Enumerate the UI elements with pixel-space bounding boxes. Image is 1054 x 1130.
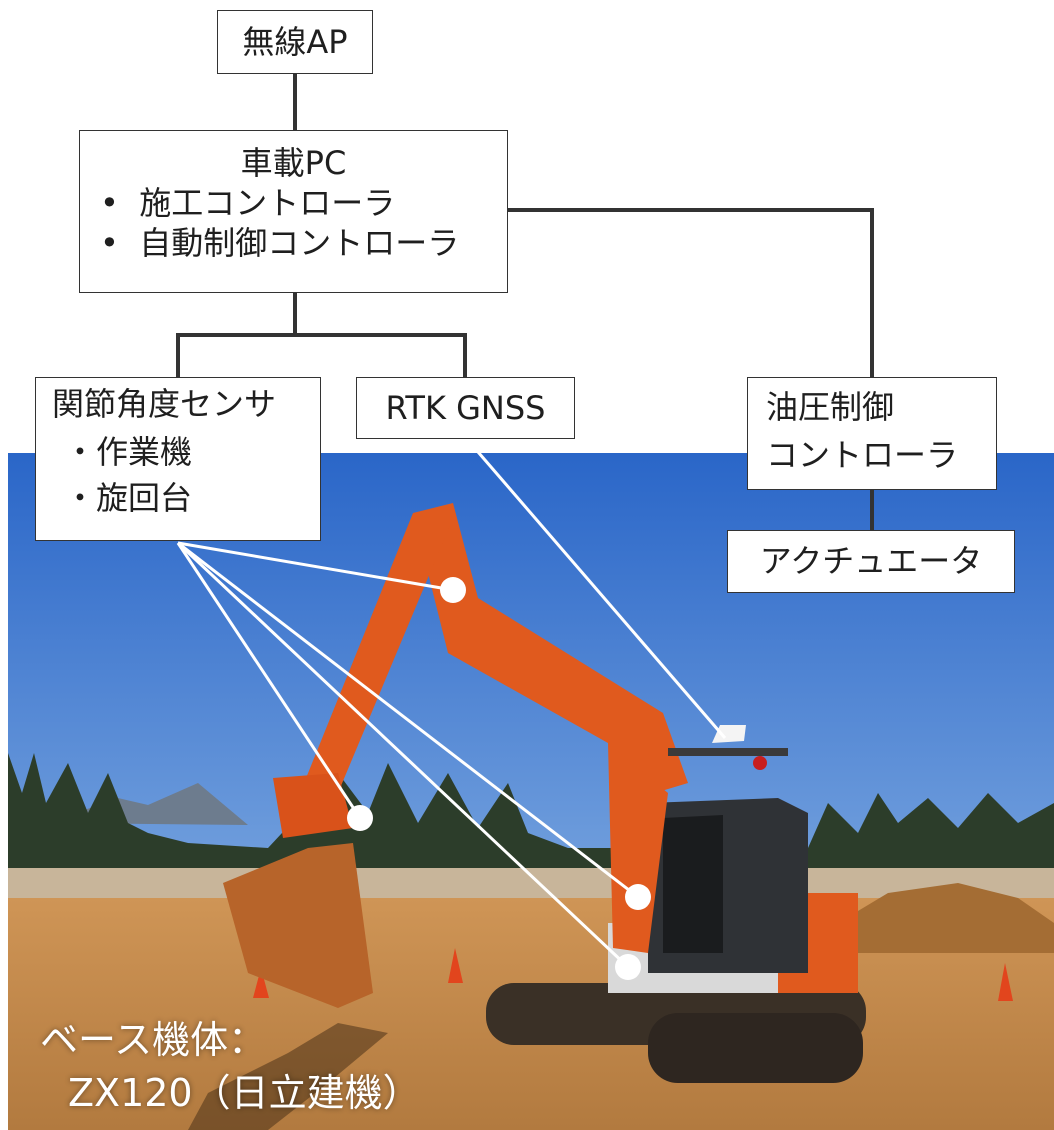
wireless-ap-label: 無線AP (242, 23, 348, 61)
rtk-gnss-label: RTK GNSS (385, 389, 546, 427)
actuator-label: アクチュエータ (759, 542, 983, 580)
onboard-pc-box: 車載PC • 施工コントローラ • 自動制御コントローラ (79, 130, 508, 293)
joint-angle-sensor-box: 関節角度センサ ・作業機 ・旋回台 (35, 377, 321, 541)
connector-pc-sensors (176, 293, 297, 377)
hydraulic-controller-line: コントローラ (766, 436, 959, 474)
onboard-pc-item: • 自動制御コントローラ (100, 224, 460, 262)
traffic-cone (253, 968, 269, 998)
base-machine-caption-line2: ZX120（日立建機） (68, 1071, 421, 1115)
onboard-pc-item: • 施工コントローラ (100, 184, 396, 222)
base-machine-caption-line1: ベース機体： (40, 1018, 267, 1062)
beacon-light (753, 756, 767, 770)
rtk-gnss-box: RTK GNSS (356, 377, 575, 439)
joint-angle-sensor-item: ・作業機 (64, 433, 193, 471)
excavator-track (648, 1013, 863, 1083)
shadow (188, 1023, 388, 1130)
onboard-pc-title: 車載PC (240, 144, 347, 182)
joint-angle-sensor-item: ・旋回台 (64, 479, 193, 517)
joint-angle-sensor-title: 関節角度センサ (52, 385, 277, 423)
actuator-box: アクチュエータ (727, 530, 1015, 593)
hydraulic-controller-box: 油圧制御 コントローラ (747, 377, 997, 490)
dirt-mound (828, 883, 1054, 953)
connector-pc-gnss (295, 333, 467, 377)
wireless-ap-box: 無線AP (217, 10, 373, 74)
hydraulic-controller-line: 油圧制御 (766, 388, 895, 426)
traffic-cone (998, 963, 1013, 1001)
roof-rail (668, 748, 788, 756)
connector-pc-hydraulic (508, 208, 874, 377)
cab-window (663, 815, 723, 953)
